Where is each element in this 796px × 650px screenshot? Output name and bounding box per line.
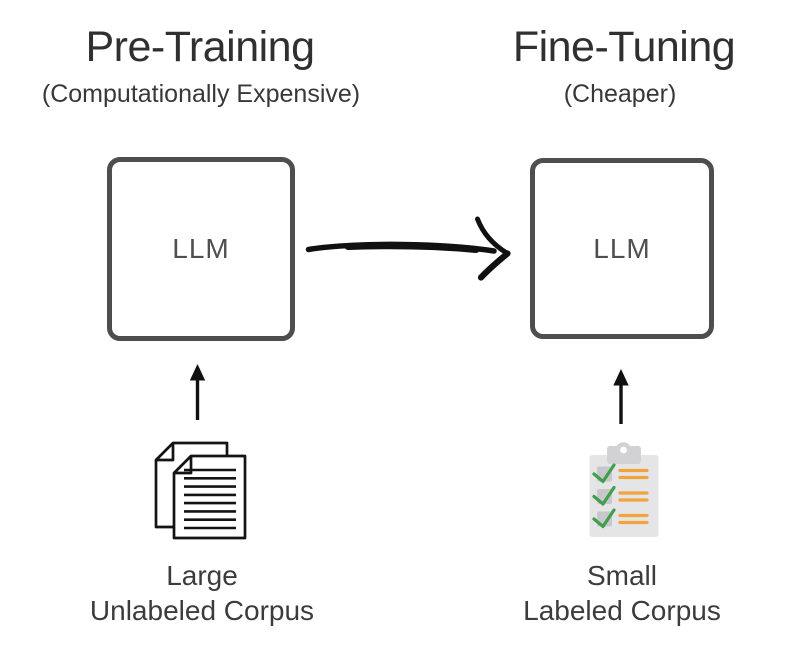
check-icon [592, 508, 616, 529]
corpus-to-pretrain-arrow [189, 364, 206, 420]
check-icon [592, 485, 616, 506]
arrow-upper-barb [475, 216, 510, 256]
finetuning-caption: Small Labeled Corpus [449, 558, 795, 628]
document-fold-front [174, 456, 193, 475]
document-page-front [172, 454, 247, 540]
pretraining-subtitle: (Computationally Expensive) [41, 80, 361, 108]
checklist-row-2 [592, 485, 649, 506]
arrow-lower-barb [477, 250, 511, 281]
checklist-row-3 [592, 508, 649, 529]
pretrain-to-finetune-arrow [305, 216, 511, 281]
finetuning-title: Fine-Tuning [512, 23, 736, 71]
checklist-row-1 [592, 463, 649, 484]
caption-line-2: Labeled Corpus [523, 595, 721, 626]
corpus-to-finetune-arrow [613, 369, 629, 424]
up-arrow-head [613, 369, 629, 386]
caption-line-1: Small [586, 560, 657, 591]
document-fold-back [156, 443, 175, 462]
pretraining-llm-box: LLM [107, 157, 295, 341]
clipboard-clip-hole [620, 446, 627, 454]
pretraining-caption: Large Unlabeled Corpus [29, 558, 375, 628]
up-arrow-head [189, 364, 206, 381]
pretraining-title: Pre-Training [85, 23, 316, 71]
check-icon [592, 463, 616, 484]
pretraining-llm-label: LLM [172, 233, 230, 264]
stacked-documents-icon [154, 441, 247, 540]
finetuning-llm-box: LLM [530, 158, 714, 339]
document-text-lines [184, 468, 236, 530]
caption-line-2: Unlabeled Corpus [89, 595, 315, 626]
finetuning-llm-label: LLM [593, 232, 651, 264]
arrow-shaft-thick [344, 242, 480, 253]
caption-line-1: Large [166, 560, 238, 591]
clipboard-checklist-icon [589, 442, 659, 537]
finetuning-subtitle: (Cheaper) [563, 80, 677, 108]
